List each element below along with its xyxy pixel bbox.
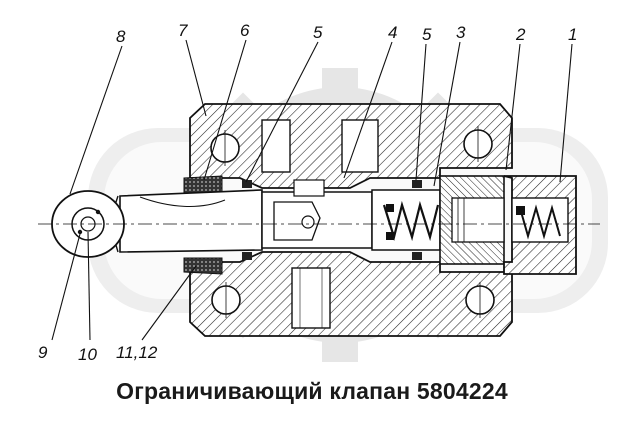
callout-8: 8 xyxy=(116,27,126,46)
callout-7: 7 xyxy=(178,21,188,40)
callout-2: 2 xyxy=(515,25,526,44)
callout-5-left: 5 xyxy=(313,23,323,42)
callout-10: 10 xyxy=(78,345,97,364)
plunger-rod xyxy=(51,189,263,258)
callout-4: 4 xyxy=(388,23,397,42)
callout-1: 1 xyxy=(568,25,577,44)
callout-3: 3 xyxy=(456,23,466,42)
spool-4 xyxy=(261,179,373,249)
callout-9: 9 xyxy=(38,343,48,362)
figure-caption: Ограничивающий клапан 5804224 xyxy=(116,378,508,404)
callout-11-12: 11,12 xyxy=(116,343,158,362)
valve-body-7 xyxy=(189,103,513,337)
leader-lines xyxy=(51,39,573,341)
end-cap-1 xyxy=(503,175,577,275)
callout-6: 6 xyxy=(240,21,250,40)
spring-chamber xyxy=(371,189,441,251)
callout-5-right: 5 xyxy=(422,25,432,44)
guide-sleeve-2 xyxy=(439,175,505,265)
